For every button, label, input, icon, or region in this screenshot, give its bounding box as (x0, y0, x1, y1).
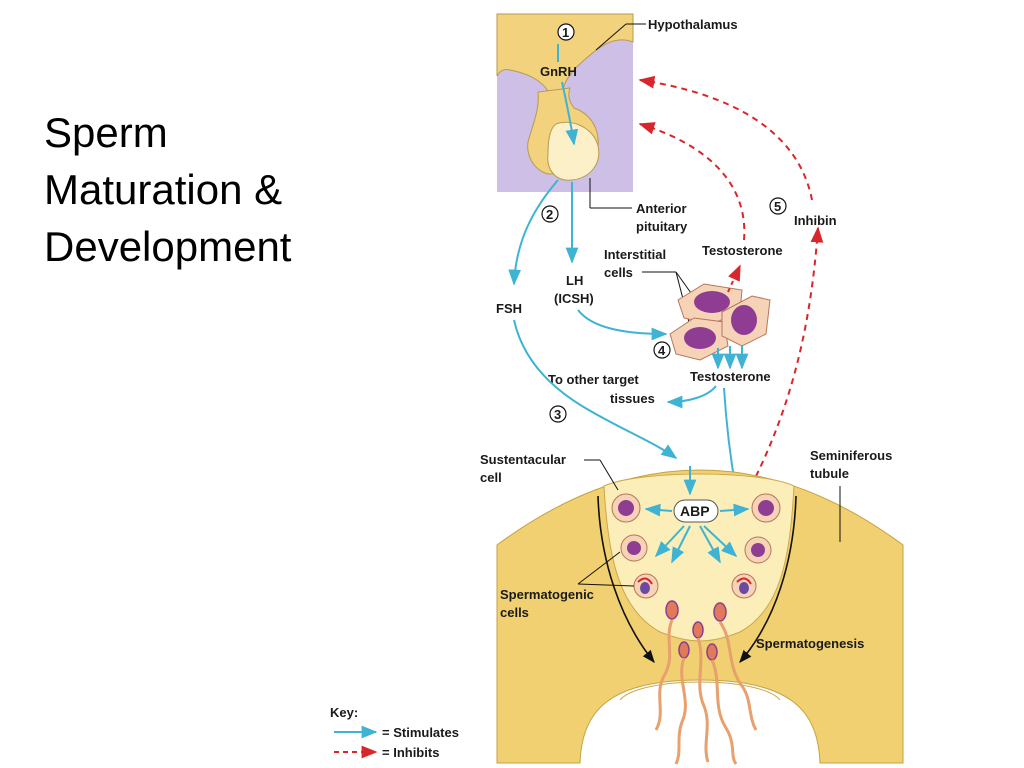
anterior-pituitary-gland (547, 121, 600, 181)
slide-title-line: Development (44, 223, 292, 270)
spermatogenic-label: Spermatogenic (500, 587, 594, 602)
step-number: 2 (546, 207, 553, 222)
step-number: 3 (554, 407, 561, 422)
cell-nucleus (739, 582, 749, 594)
step-marker (769, 197, 787, 215)
seminiferous-tubule: ABP (496, 466, 904, 765)
step-marker (557, 23, 575, 41)
sperm-head (706, 643, 718, 661)
spermatogenesis-arrow (597, 495, 655, 663)
sustentacular-label: Sustentacular (480, 452, 566, 467)
cell-nucleus (751, 543, 765, 557)
gnrh-arrow (561, 81, 579, 146)
leader-line (577, 583, 635, 587)
sperm-tail (710, 659, 738, 765)
lh-label: (ICSH) (554, 291, 594, 306)
abp-arrow (703, 525, 738, 558)
to-other-tissues-arrow (666, 385, 717, 409)
step-number: 4 (658, 343, 666, 358)
spermatogenesis-arrow (739, 495, 797, 663)
step-number: 1 (562, 25, 569, 40)
legend-stimulates-label: = Stimulates (382, 725, 459, 740)
spermatogenic-label: cells (500, 605, 529, 620)
lh-label: LH (566, 273, 583, 288)
seminiferous-label: tubule (810, 466, 849, 481)
legend: Key: = Stimulates = Inhibits (330, 705, 459, 760)
cell-nucleus (758, 500, 774, 516)
inhibin-feedback-arrow (745, 226, 824, 497)
sperm-tail (674, 657, 687, 765)
abp-arrow (699, 525, 721, 564)
inhibin-to-hypothalamus-arrow (638, 75, 813, 201)
interstitial-cells: Interstitial cells (604, 247, 771, 370)
sperm-tail (654, 619, 674, 731)
testosterone-label: Testosterone (690, 369, 771, 384)
other-targets-label: To other target (548, 372, 639, 387)
abp-label: ABP (680, 503, 710, 519)
sperm-cells (654, 600, 758, 765)
cell-nucleus (731, 305, 757, 335)
gnrh-label: GnRH (540, 64, 577, 79)
cell-nucleus (618, 500, 634, 516)
sperm-tail (718, 621, 758, 731)
sperm-head (678, 641, 690, 659)
abp-arrow (654, 525, 685, 558)
abp-arrow (644, 503, 673, 517)
cell-nucleus (640, 582, 650, 594)
spermatid-cap (736, 577, 752, 585)
seminiferous-label: Seminiferous (810, 448, 892, 463)
inhibin-label: Inhibin (794, 213, 837, 228)
leader-line (599, 459, 619, 491)
interstitial-label: cells (604, 265, 633, 280)
interstitial-label: Interstitial (604, 247, 666, 262)
leader-line (595, 23, 627, 51)
slide-title-line: Maturation & (44, 166, 283, 213)
brain-region: Hypothalamus 1 GnRH Anterior pituitary (496, 13, 738, 234)
leader-line (577, 551, 621, 585)
testosterone-label: Testosterone (702, 243, 783, 258)
anterior-pituitary-label: pituitary (636, 219, 688, 234)
hypothalamus-label: Hypothalamus (648, 17, 738, 32)
sperm-head (713, 602, 727, 622)
abp-arrow (719, 503, 750, 517)
slide-title: Sperm Maturation & Development (44, 104, 291, 275)
sperm-head (665, 600, 679, 620)
testosterone-feedback-arrow (638, 122, 746, 241)
cell-nucleus (627, 541, 641, 555)
slide-title-line: Sperm (44, 109, 168, 156)
sperm-tail (696, 637, 710, 763)
lh-to-interstitial-arrow (577, 309, 668, 341)
other-targets-label: tissues (610, 391, 655, 406)
step-number: 5 (774, 199, 781, 214)
step-marker (541, 205, 559, 223)
spermatogenesis-label: Spermatogenesis (756, 636, 864, 651)
legend-title: Key: (330, 705, 358, 720)
anterior-pituitary-label: Anterior (636, 201, 687, 216)
step-marker (653, 341, 671, 359)
fsh-label: FSH (496, 301, 522, 316)
abp-arrow (671, 525, 691, 564)
sustentacular-label: cell (480, 470, 502, 485)
spermatid-cap (637, 577, 653, 585)
abp-box (673, 499, 719, 523)
sperm-head (692, 621, 704, 639)
fsh-to-tubule-arrow (513, 319, 678, 459)
fsh-arrow (508, 179, 559, 286)
step-marker (549, 405, 567, 423)
cell-nucleus (684, 327, 716, 349)
legend-inhibits-label: = Inhibits (382, 745, 439, 760)
cell-nucleus (694, 291, 730, 313)
